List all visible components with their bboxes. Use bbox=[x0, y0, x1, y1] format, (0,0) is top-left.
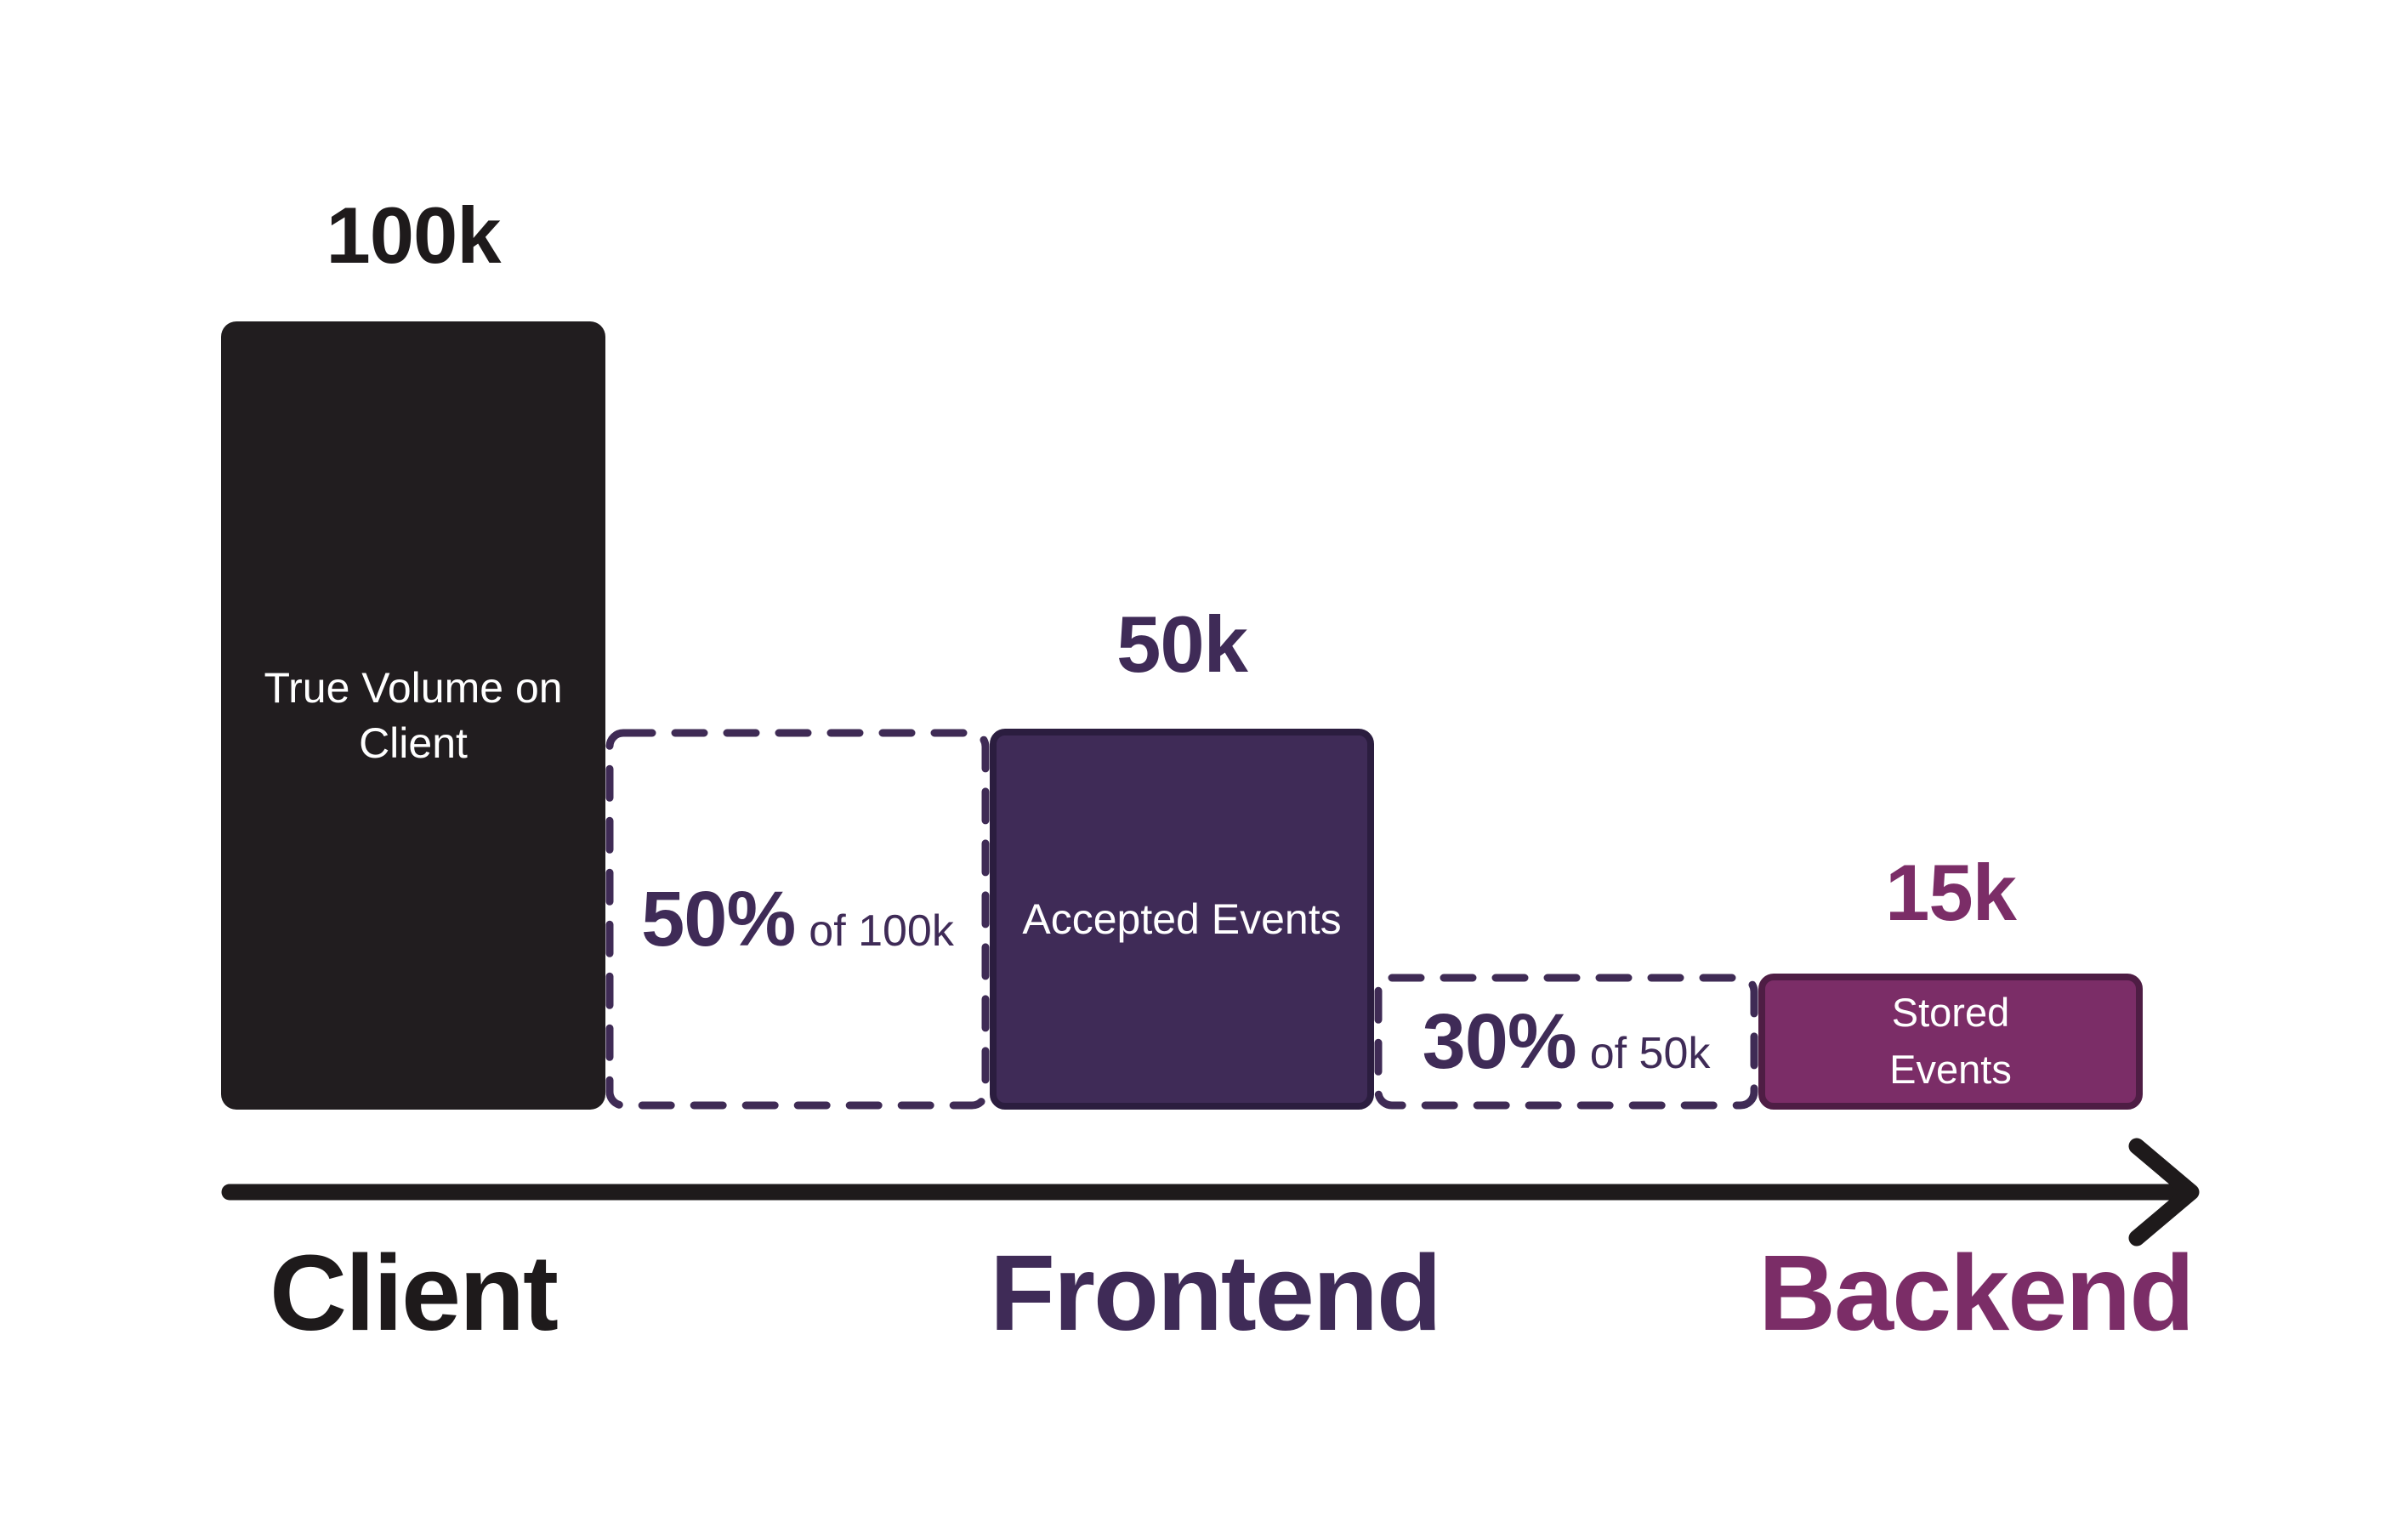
bar-label-stored: Stored Events bbox=[1889, 990, 2012, 1092]
drop-of-label-2: of 50k bbox=[1589, 1028, 1711, 1078]
bar-accepted-events: Accepted Events bbox=[990, 729, 1374, 1110]
drop-percent-1: 50% bbox=[641, 875, 796, 963]
drop-annotation-2: 30%of 50k bbox=[1423, 997, 1711, 1087]
drop-box-30-percent: 30%of 50k bbox=[1374, 974, 1758, 1110]
value-label-frontend: 50k bbox=[1116, 599, 1248, 689]
dashed-border bbox=[605, 729, 990, 1110]
drop-box-50-percent: 50% of 100k bbox=[605, 729, 990, 1110]
bar-label-accepted: Accepted Events bbox=[1022, 894, 1342, 943]
axis-label-frontend: Frontend bbox=[990, 1233, 1442, 1353]
flow-arrow bbox=[221, 1138, 2200, 1247]
value-label-backend: 15k bbox=[1885, 848, 2017, 937]
drop-percent-2: 30% bbox=[1422, 997, 1577, 1085]
drop-of-label-1: of 100k bbox=[809, 906, 954, 956]
value-label-client: 100k bbox=[326, 190, 501, 280]
axis-label-client: Client bbox=[269, 1233, 559, 1353]
dashed-border bbox=[1374, 974, 1758, 1110]
axis-label-backend: Backend bbox=[1758, 1233, 2195, 1353]
drop-annotation-1: 50% of 100k bbox=[641, 875, 954, 964]
bar-true-volume-on-client: True Volume on Client bbox=[221, 321, 605, 1110]
bar-stored-events: Stored Events bbox=[1758, 974, 2143, 1110]
bar-label-true-volume: True Volume on Client bbox=[264, 663, 563, 767]
